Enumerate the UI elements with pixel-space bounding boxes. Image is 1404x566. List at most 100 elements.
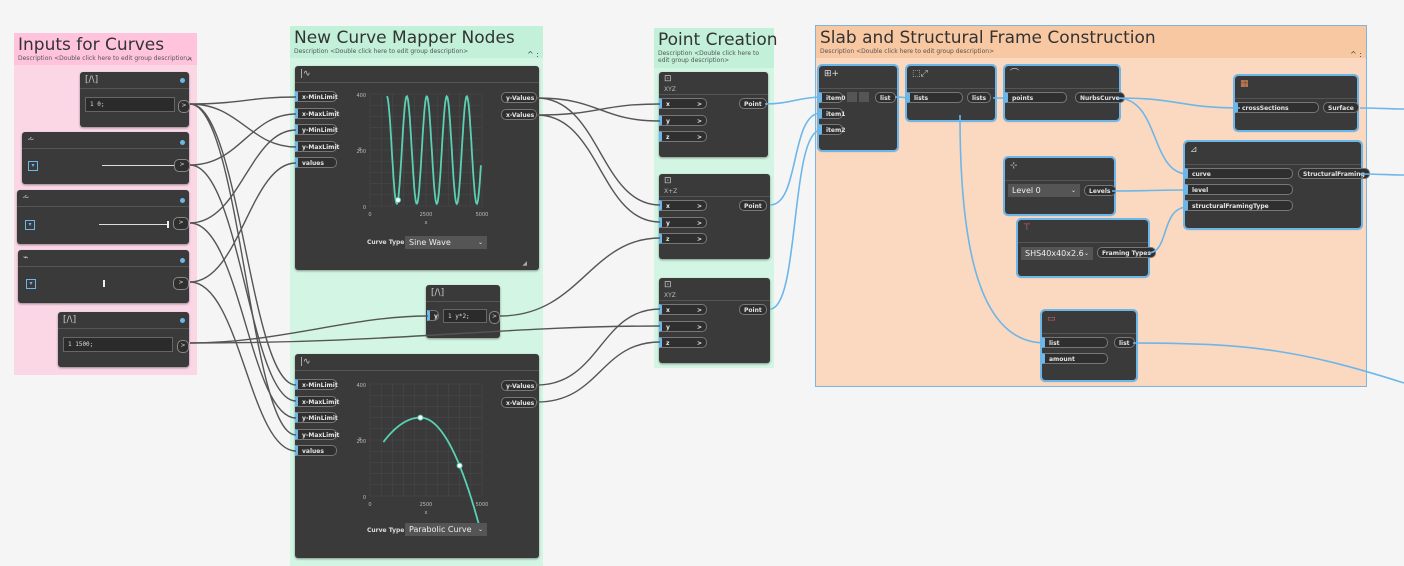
node-header[interactable]: ⊡XYZ <box>659 278 770 301</box>
node-header[interactable]: ⩪ <box>22 132 189 149</box>
curve-line[interactable] <box>382 416 480 524</box>
input-port-item1[interactable]: item1 <box>819 108 845 119</box>
slider-track[interactable] <box>99 224 169 225</box>
output-port-nurbscurve[interactable]: NurbsCurve <box>1075 92 1125 103</box>
curve-line[interactable] <box>386 94 482 206</box>
input-port-z[interactable]: z> <box>659 337 707 348</box>
slider-thumb[interactable] <box>103 280 105 287</box>
point-by-coordinates-node[interactable]: ⊡X+Z x>y>z>Point <box>659 174 770 259</box>
node-header[interactable]: ⌒ <box>1005 66 1119 89</box>
group-description[interactable]: Description <Double click here to edit g… <box>658 50 760 64</box>
input-port-y[interactable]: y <box>427 310 439 321</box>
node-header[interactable]: ⊹ <box>1005 158 1114 181</box>
group-description[interactable]: Description <Double click here to edit g… <box>18 55 193 62</box>
input-port-level[interactable]: level <box>1185 184 1293 195</box>
node-header[interactable]: ⬚⤢ <box>907 66 995 89</box>
node-header[interactable]: ▦ <box>1235 76 1357 99</box>
expand-icon[interactable]: ▾ <box>26 279 36 289</box>
input-port-y-minlimit[interactable]: y-MinLimit <box>295 412 338 423</box>
resize-grip-icon[interactable]: ◢ <box>522 260 527 267</box>
curve-mapper-node[interactable]: |∿ x-MinLimit x-MaxLimit y-MinLimit y-MaxLi… <box>295 354 539 558</box>
output-port[interactable]: > <box>177 340 189 353</box>
input-port-y-maxlimit[interactable]: y-MaxLimit <box>295 140 339 152</box>
slider-thumb[interactable] <box>167 221 169 228</box>
code-editor[interactable]: 1 1500; <box>63 337 173 352</box>
input-port-y-maxlimit[interactable]: y-MaxLimit <box>295 428 339 440</box>
node-header[interactable]: |∿ <box>295 354 539 371</box>
input-port-x-maxlimit[interactable]: x-MaxLimit <box>295 395 339 407</box>
output-port-point[interactable]: Point <box>739 200 767 211</box>
output-port-x-values[interactable]: x-Values <box>501 396 537 408</box>
control-point-handle[interactable] <box>456 462 463 469</box>
output-port-lists[interactable]: lists <box>967 92 992 103</box>
input-port-x[interactable]: x> <box>659 98 707 109</box>
input-port-values[interactable]: values <box>295 157 337 168</box>
input-port-y-minlimit[interactable]: y-MinLimit <box>295 124 338 135</box>
input-port-values[interactable]: values <box>295 445 337 456</box>
input-port-list[interactable]: list <box>1042 337 1108 348</box>
output-port-x-values[interactable]: x-Values <box>501 108 537 120</box>
node-header[interactable]: ⊡XYZ <box>659 72 768 95</box>
input-port-x-minlimit[interactable]: x-MinLimit <box>295 91 338 102</box>
code-editor[interactable]: 1 0; <box>85 97 175 112</box>
control-point-handle[interactable] <box>395 196 401 203</box>
output-port[interactable]: > <box>174 159 190 172</box>
slider-track[interactable] <box>102 165 182 166</box>
output-port[interactable]: > <box>489 311 500 324</box>
input-port-item0[interactable]: item0 <box>819 92 845 103</box>
list-create-node[interactable]: ⊞+ item0 list item1 item2 <box>817 64 899 152</box>
code-block-node[interactable]: [/\] y 1 y*2; > <box>426 285 500 338</box>
expand-icon[interactable]: ▾ <box>25 220 35 230</box>
input-port-y[interactable]: y> <box>659 320 707 332</box>
input-port-x[interactable]: x> <box>659 304 707 315</box>
output-port-surface[interactable]: Surface <box>1323 102 1359 113</box>
group-description[interactable]: Description <Double click here to edit g… <box>294 48 469 55</box>
group-title[interactable]: Slab and Structural Frame Construction <box>820 28 1156 48</box>
curve-type-dropdown[interactable]: Parabolic Curve⌄ <box>405 523 487 536</box>
node-header[interactable]: ⊡X+Z <box>659 174 770 197</box>
integer-slider-node[interactable]: ⩪ ▾ > <box>22 132 190 184</box>
loft-surface-node[interactable]: ▦ crossSections Surface <box>1233 74 1359 132</box>
collapse-icon[interactable]: ^ : <box>1350 50 1362 59</box>
output-port[interactable]: > <box>173 277 189 290</box>
node-header[interactable]: ⩪ <box>17 190 189 207</box>
input-port-x-minlimit[interactable]: x-MinLimit <box>295 379 338 390</box>
input-port-x[interactable]: x> <box>659 200 707 211</box>
node-header[interactable]: [/\] <box>58 312 189 329</box>
code-editor[interactable]: 1 y*2; <box>443 309 487 323</box>
input-port-x-maxlimit[interactable]: x-MaxLimit <box>295 107 339 119</box>
output-port-list[interactable]: list <box>1114 337 1135 348</box>
node-header[interactable]: [/\] <box>80 72 189 89</box>
remove-input-button[interactable] <box>859 92 869 102</box>
point-by-coordinates-node[interactable]: ⊡XYZ x>y>z>Point <box>659 72 768 157</box>
input-port-points[interactable]: points <box>1005 92 1067 103</box>
nurbs-curve-node[interactable]: ⌒ points NurbsCurve <box>1003 64 1125 122</box>
code-block-node[interactable]: [/\] 1 1500; > <box>58 312 189 367</box>
output-port[interactable]: > <box>173 217 189 230</box>
control-point-handle[interactable] <box>417 414 424 421</box>
node-header[interactable]: [/\] <box>426 285 500 302</box>
levels-dropdown[interactable]: Level 0⌄ <box>1008 184 1080 197</box>
output-port-levels[interactable]: Levels <box>1084 185 1116 196</box>
structural-framing-node[interactable]: ⊿ curve level structuralFramingType Stru… <box>1183 140 1370 230</box>
input-port-curve[interactable]: curve <box>1185 168 1293 179</box>
group-title[interactable]: New Curve Mapper Nodes <box>294 28 515 48</box>
output-port[interactable]: > <box>178 100 190 113</box>
collapse-icon[interactable]: ^ : <box>527 50 539 59</box>
expand-icon[interactable]: ▾ <box>28 161 38 171</box>
input-port-z[interactable]: z> <box>659 233 707 244</box>
output-port-framing-types[interactable]: Framing Types <box>1097 247 1156 258</box>
curve-type-dropdown[interactable]: Sine Wave⌄ <box>405 236 487 249</box>
input-port-item2[interactable]: item2 <box>819 124 845 135</box>
group-title[interactable]: Point Creation <box>658 30 778 50</box>
list-transpose-node[interactable]: ⬚⤢ lists lists <box>905 64 997 122</box>
add-input-button[interactable] <box>847 92 857 102</box>
point-by-coordinates-node[interactable]: ⊡XYZ x>y>z>Point <box>659 278 770 363</box>
input-port-amount[interactable]: amount <box>1042 353 1108 364</box>
integer-slider-node[interactable]: ⌁ ▾ > <box>18 250 189 303</box>
node-header[interactable]: ▭ <box>1042 311 1136 334</box>
node-header[interactable]: ⌁ <box>18 250 189 267</box>
